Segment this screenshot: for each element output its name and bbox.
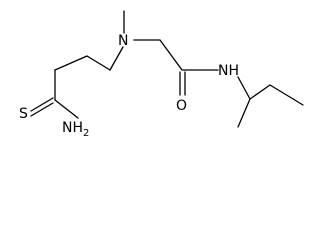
atom-amide-nitrogen: NH [218, 63, 239, 79]
bond-ch2-ch2-b [86, 55, 111, 71]
atom-sulfur: S [19, 106, 28, 122]
bond-ch2-ch2 [54, 55, 88, 71]
atom-thioamide-nh2: NH2 [62, 120, 89, 139]
bond-ch2-n [109, 46, 124, 71]
atom-amide-oxygen: O [176, 98, 187, 114]
bond-nh-ch [237, 76, 251, 100]
bond-ch2-carbonyl [159, 39, 183, 71]
bond-ch-ch2 [249, 84, 271, 100]
nh2-main: NH [62, 120, 83, 136]
atom-amine-nitrogen: N [118, 33, 128, 49]
bond-ch2-ch3 [269, 84, 304, 106]
nh2-subscript: 2 [83, 128, 89, 139]
molecule-structure: S N NH O NH2 [19, 10, 304, 139]
bond-c-s-double-b [30, 102, 54, 117]
bond-c-s-double-a [30, 97, 54, 112]
bonds [30, 10, 304, 128]
atom-labels: S N NH O NH2 [19, 33, 239, 139]
bond-ch-methyl [237, 98, 251, 128]
bond-c-nh2 [54, 99, 79, 119]
